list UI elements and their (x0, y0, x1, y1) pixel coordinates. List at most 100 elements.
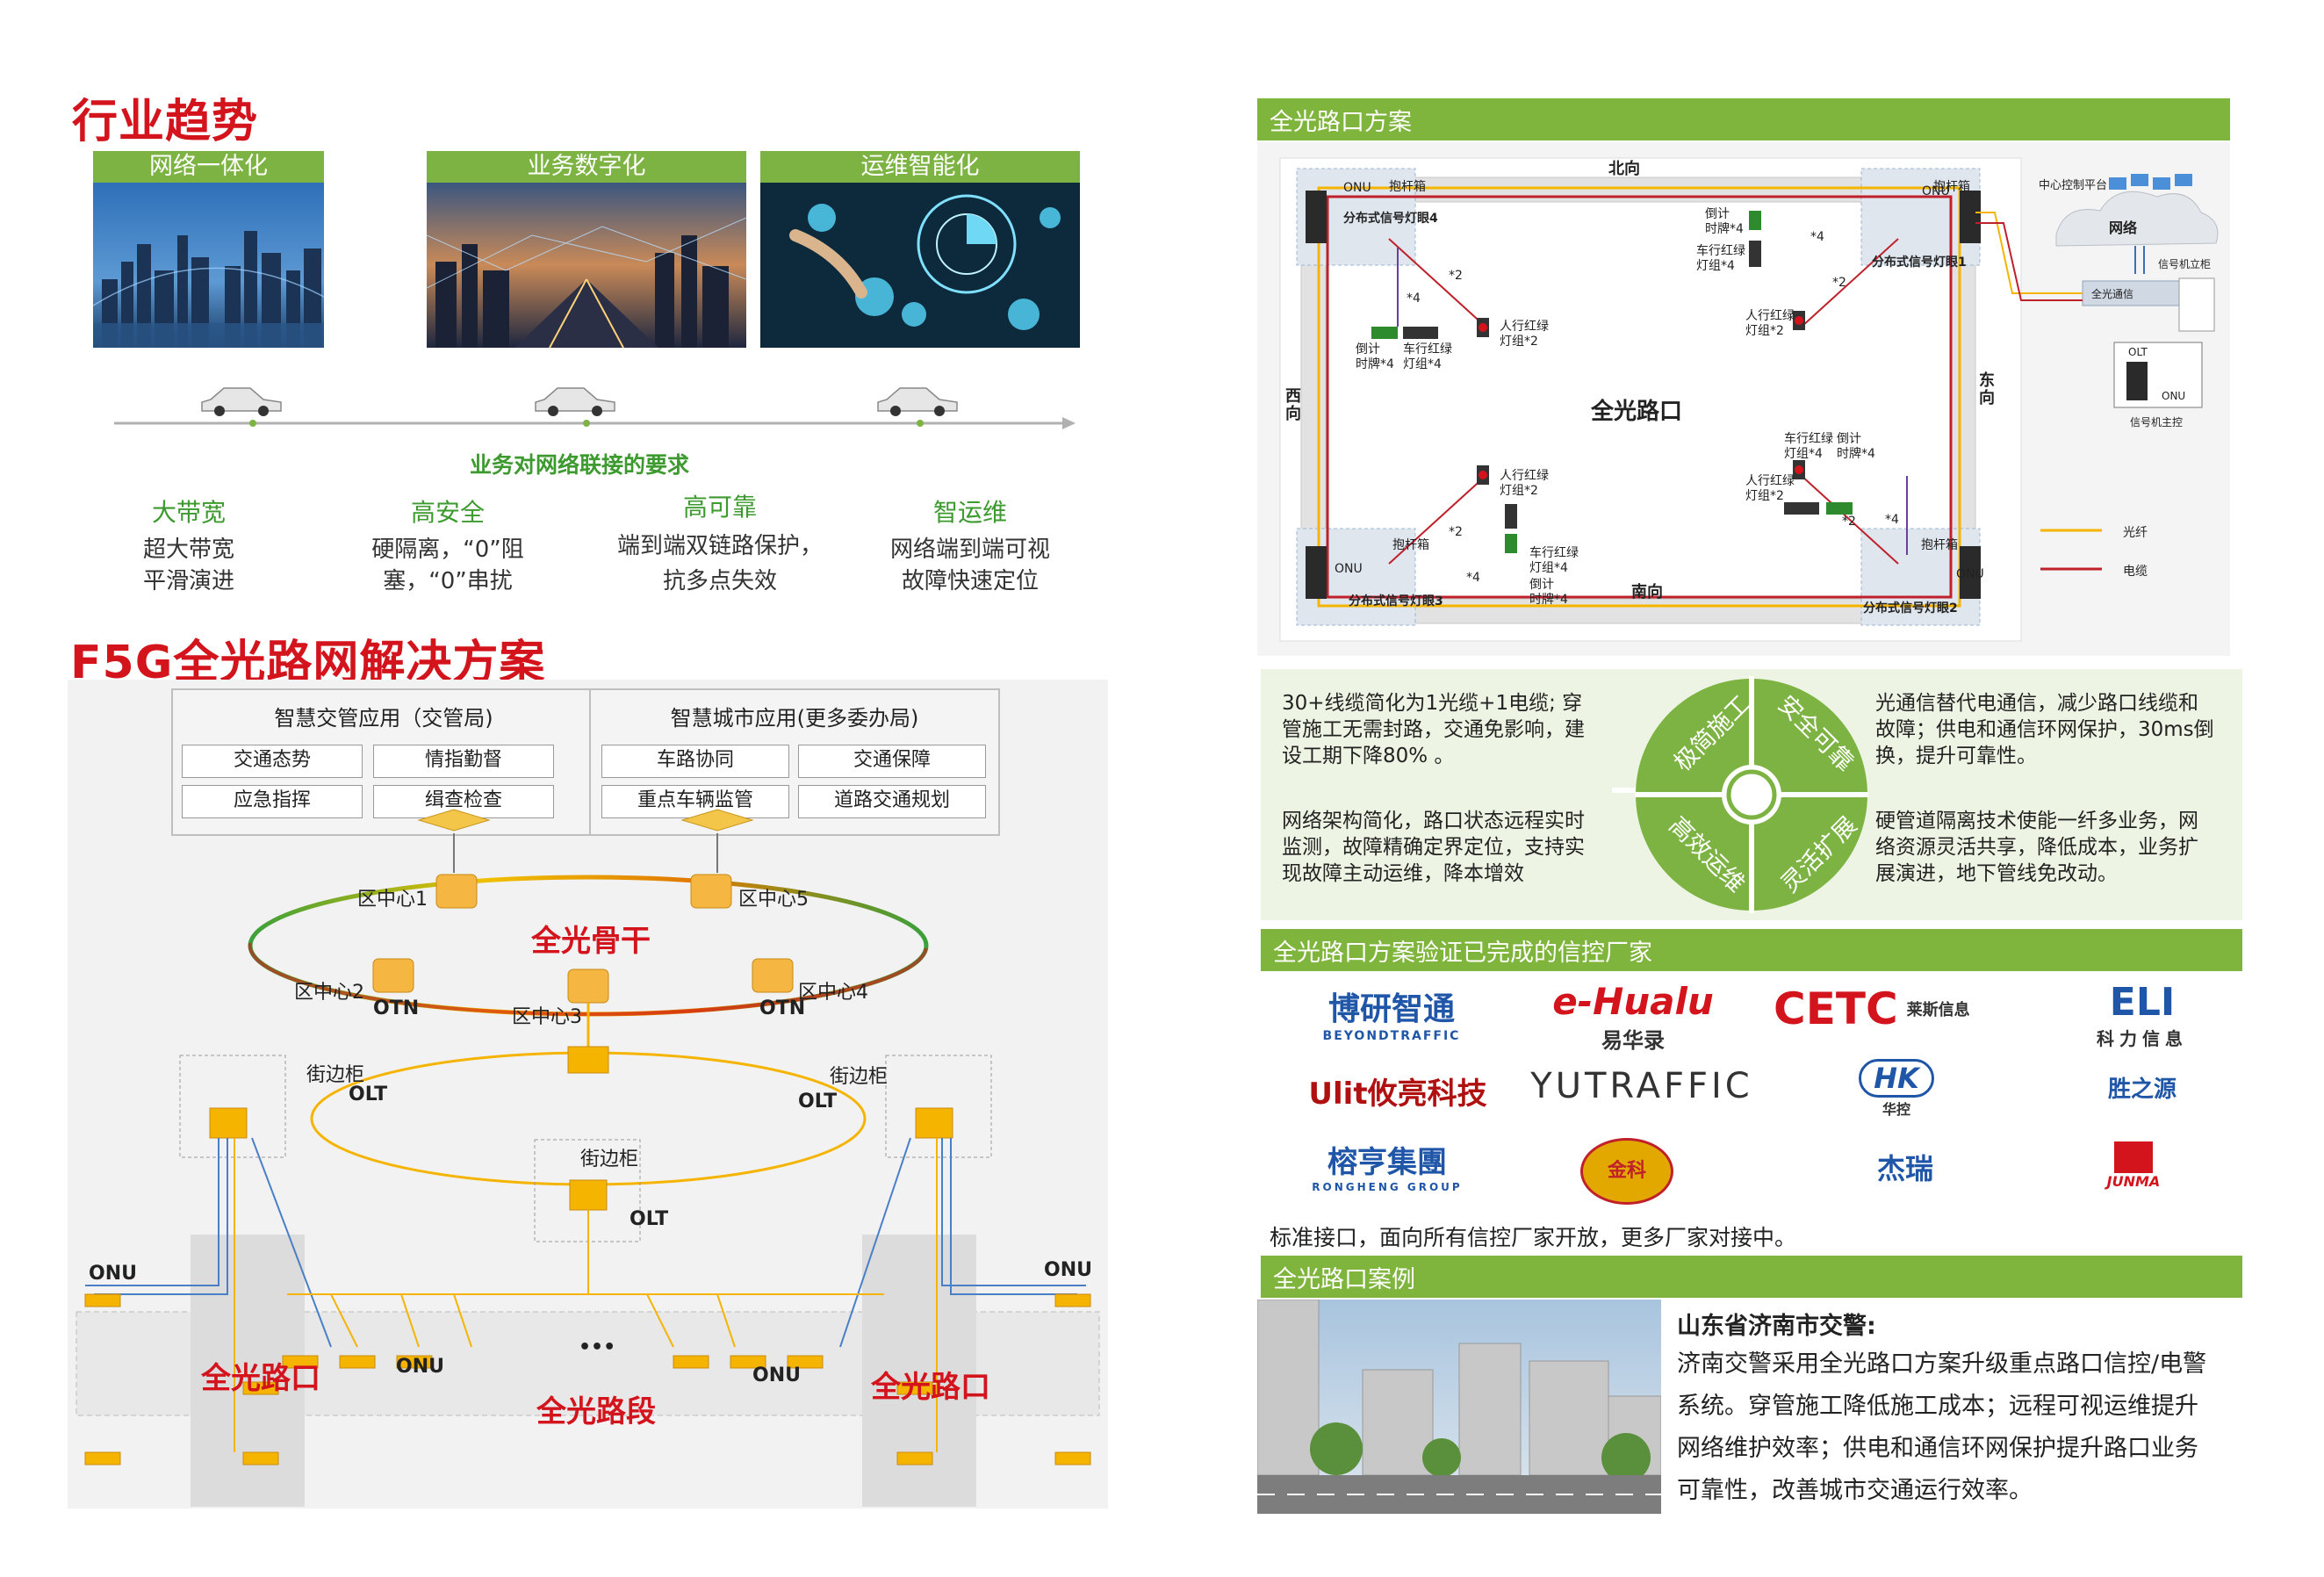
vendor-logo: HK 华控 (1844, 1059, 1949, 1119)
app-box-traffic: 智慧交管应用（交管局) 交通态势 情指勤督 应急指挥 缉查检查 (171, 688, 596, 836)
vendor-logos: 博研智通 BEYONDTRAFFIC e-Hualu 易华录 CETC 莱斯信息… (1264, 975, 2239, 1213)
ped-light-label: 人行红绿 灯组*2 (1745, 309, 1795, 338)
ped-light-label: 人行红绿 灯组*2 (1745, 474, 1795, 503)
countdown-label: 倒计 时牌*4 (1705, 207, 1744, 236)
vendor-logo: Ulit攸亮科技 (1308, 1077, 1487, 1112)
app-cell: 交通保障 (798, 745, 986, 778)
cabinet-label: 信号机立柜 (2158, 258, 2212, 270)
vendor-logo: 胜之源 (2107, 1077, 2177, 1103)
vendor-name: HK (1859, 1059, 1934, 1098)
center-label: 区中心5 (738, 889, 809, 911)
olt-label: OLT (2128, 346, 2148, 358)
platform-label: 中心控制平台 (2039, 179, 2108, 192)
vendor-logo: 杰瑞 (1876, 1152, 1933, 1185)
network-topology (76, 809, 1100, 1507)
otn-label: OTN (373, 997, 420, 1019)
open-interface-note: 标准接口，面向所有信控厂家开放，更多厂家对接中。 (1270, 1225, 1797, 1250)
req-name: 智运维 (932, 498, 1007, 527)
vendor-sub: 科力信息 (2097, 1028, 2188, 1049)
section-header-case: 全光路口案例 (1261, 1256, 2242, 1298)
app-box-title: 智慧交管应用（交管局) (274, 706, 493, 731)
unit-label: 分布式信号灯眼2 (1863, 601, 1958, 616)
feature-wheel (1635, 676, 1868, 913)
feature-br: 硬管道隔离技术使能一纤多业务，网络资源灵活共享，降低成本，业务扩展演进，地下管线… (1875, 810, 2198, 885)
case-line: 系统。穿管施工降低施工成本；远程可视运维提升 (1677, 1393, 2198, 1420)
trend-card-1: 网络一体化 (92, 151, 325, 351)
vendor-logo: ELI 科力信息 (2063, 980, 2221, 1050)
center-label: 区中心3 (512, 1006, 582, 1028)
signal-ctrl-label: 信号机主控 (2130, 416, 2184, 428)
cabinet-label: 街边柜 (306, 1064, 365, 1086)
section-header-intersection: 全光路口方案 (1257, 98, 2230, 140)
segment-label: 全光路段 (536, 1394, 656, 1429)
pole-box-label: 抱杆箱 (1392, 538, 1429, 552)
pole-box-label: 抱杆箱 (1933, 180, 1970, 194)
vendor-name: JUNMA (2106, 1173, 2161, 1190)
vendor-sub: BEYONDTRAFFIC (1322, 1029, 1461, 1043)
onu-label: ONU (2162, 390, 2186, 402)
center-label: 区中心4 (798, 982, 868, 1004)
req-name: 高安全 (410, 498, 485, 527)
backbone-label: 全光骨干 (531, 924, 651, 959)
onu-label: ONU (89, 1263, 137, 1285)
dir-north: 北向 (1608, 160, 1640, 178)
countdown-label: 倒计 时牌*4 (1529, 578, 1568, 607)
vendor-sub: 莱斯信息 (1906, 1001, 1970, 1019)
req-ops: 智运维 网络端到端可视 故障快速定位 (869, 493, 1071, 597)
vendor-logo: CETC 莱斯信息 (1774, 983, 2019, 1034)
vendor-sub: RONGHENG GROUP (1312, 1181, 1463, 1193)
car-light-label: 车行红绿 灯组*4 (1784, 432, 1833, 461)
vendor-name: 博研智通 (1327, 991, 1455, 1027)
countdown-label: 倒计 时牌*4 (1837, 432, 1875, 461)
onu-label: ONU (1956, 567, 1984, 581)
smart-ops-image (760, 183, 1080, 348)
digital-city-image (426, 183, 747, 349)
onu-label: ONU (1335, 562, 1363, 576)
dir-west: 西 向 (1285, 387, 1301, 423)
network-label: 网络 (2109, 220, 2138, 236)
multiplier-label: *2 (1842, 515, 1856, 529)
vendor-sub: 易华录 (1601, 1028, 1665, 1053)
cabinet-label: 街边柜 (830, 1066, 889, 1088)
center-label: 区中心2 (294, 982, 364, 1004)
legend-fiber: 光纤 (2123, 526, 2148, 540)
vendor-logo: YUTRAFFIC (1530, 1066, 1753, 1106)
requirements-caption: 业务对网络联接的要求 (469, 452, 689, 478)
case-line: 可靠性，改善城市交通运行效率。 (1677, 1477, 2033, 1504)
city-skyline-image (92, 183, 325, 348)
req-bandwidth: 大带宽 超大带宽 平滑演进 (105, 493, 272, 597)
car-light-label: 车行红绿 灯组*4 (1403, 342, 1452, 371)
center-label: 区中心1 (357, 889, 428, 911)
unit-label: 分布式信号灯眼4 (1343, 212, 1438, 226)
multiplier-label: *4 (1810, 230, 1824, 244)
multiplier-label: *2 (1449, 269, 1463, 283)
vendor-logo: 金科 (1580, 1138, 1673, 1205)
unit-label: 分布式信号灯眼1 (1872, 256, 1967, 270)
case-title: 山东省济南市交警: (1677, 1313, 1876, 1340)
onu-label: ONU (396, 1356, 444, 1378)
otn-label: OTN (759, 997, 806, 1019)
req-desc: 网络端到端可视 故障快速定位 (889, 536, 1050, 594)
olt-label: OLT (349, 1084, 388, 1105)
olt-label: OLT (630, 1208, 669, 1230)
dir-east: 东 向 (1979, 371, 1995, 407)
app-box-city: 智慧城市应用(更多委办局) 车路协同 交通保障 重点车辆监管 道路交通规划 (589, 688, 1000, 836)
case-line: 网络维护效率；供电和通信环网保护提升路口业务 (1677, 1435, 2198, 1462)
vendor-sub: 华控 (1882, 1101, 1910, 1118)
app-cell: 应急指挥 (182, 785, 363, 818)
trend-label: 网络一体化 (93, 151, 324, 183)
dir-south: 南向 (1631, 583, 1663, 601)
req-desc: 超大带宽 平滑演进 (142, 536, 234, 594)
trend-card-2: 业务数字化 (426, 151, 747, 351)
req-name: 大带宽 (151, 498, 226, 527)
onu-label: ONU (1922, 184, 1950, 198)
feature-tr: 光通信替代电通信，减少路口线缆和故障；供电和通信环网保护，30ms倒换，提升可靠… (1875, 692, 2214, 767)
traffic-light-icon (1371, 211, 1853, 553)
pole-box-label: 抱杆箱 (1921, 538, 1958, 552)
multiplier-label: *2 (1449, 525, 1463, 539)
unit-label: 分布式信号灯眼3 (1349, 594, 1443, 608)
trend-timeline (114, 387, 1076, 429)
onu-device-icon (84, 1293, 1091, 1465)
pole-box-label: 抱杆箱 (1389, 180, 1426, 194)
car-light-label: 车行红绿 灯组*4 (1529, 546, 1579, 575)
